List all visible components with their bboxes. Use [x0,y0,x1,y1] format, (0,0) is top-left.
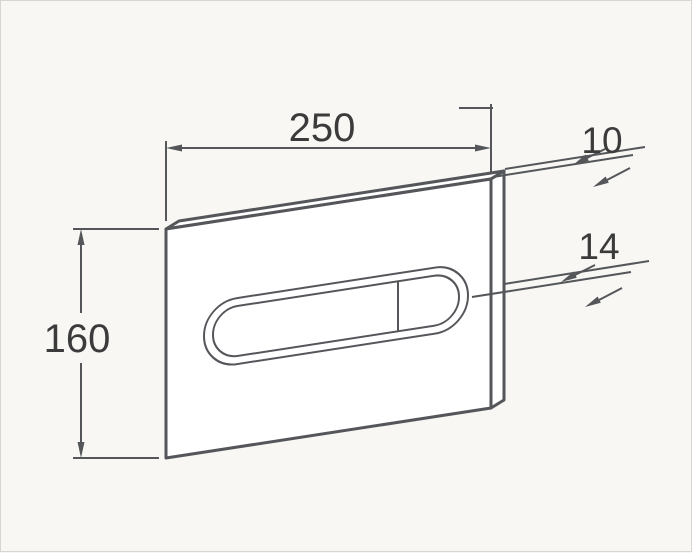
plate-right-face [489,169,506,410]
button-depth-arrowhead-lower [585,296,601,307]
height-arrowhead-bottom [77,442,85,458]
button-depth-arrow-tail-upper [574,264,596,276]
plate-front-face [164,177,493,460]
width-arrowhead-right [475,144,491,152]
depth-extension-line-front [492,154,634,178]
button-depth-label: 14 [578,226,619,267]
depth-arrowhead-lower [593,176,609,187]
dim-button-depth: 14 [471,226,650,307]
button-depth-arrowhead-upper [561,271,577,282]
depth-arrow-tail-upper [586,148,606,159]
button-depth-extension-line-upper [471,271,632,298]
depth-arrow-tail-lower [606,167,631,181]
dim-plate-depth: 10 [492,120,646,187]
height-arrowhead-top [77,229,85,245]
button-outer-outline [203,266,469,366]
flush-button [203,266,469,366]
plate-depth-label: 10 [581,120,622,161]
depth-arrowhead-upper [573,154,589,165]
width-arrowhead-left [166,144,182,152]
dim-height: 160 [44,228,159,459]
button-depth-arrow-tail-lower [598,287,623,301]
button-inner-outline [212,274,460,358]
dim-width: 250 [165,104,493,221]
plate [164,169,506,460]
height-dimension-label: 160 [44,317,111,361]
width-dimension-label: 250 [289,106,356,150]
depth-extension-line-back [504,146,646,170]
button-depth-extension-line-lower [503,260,650,285]
